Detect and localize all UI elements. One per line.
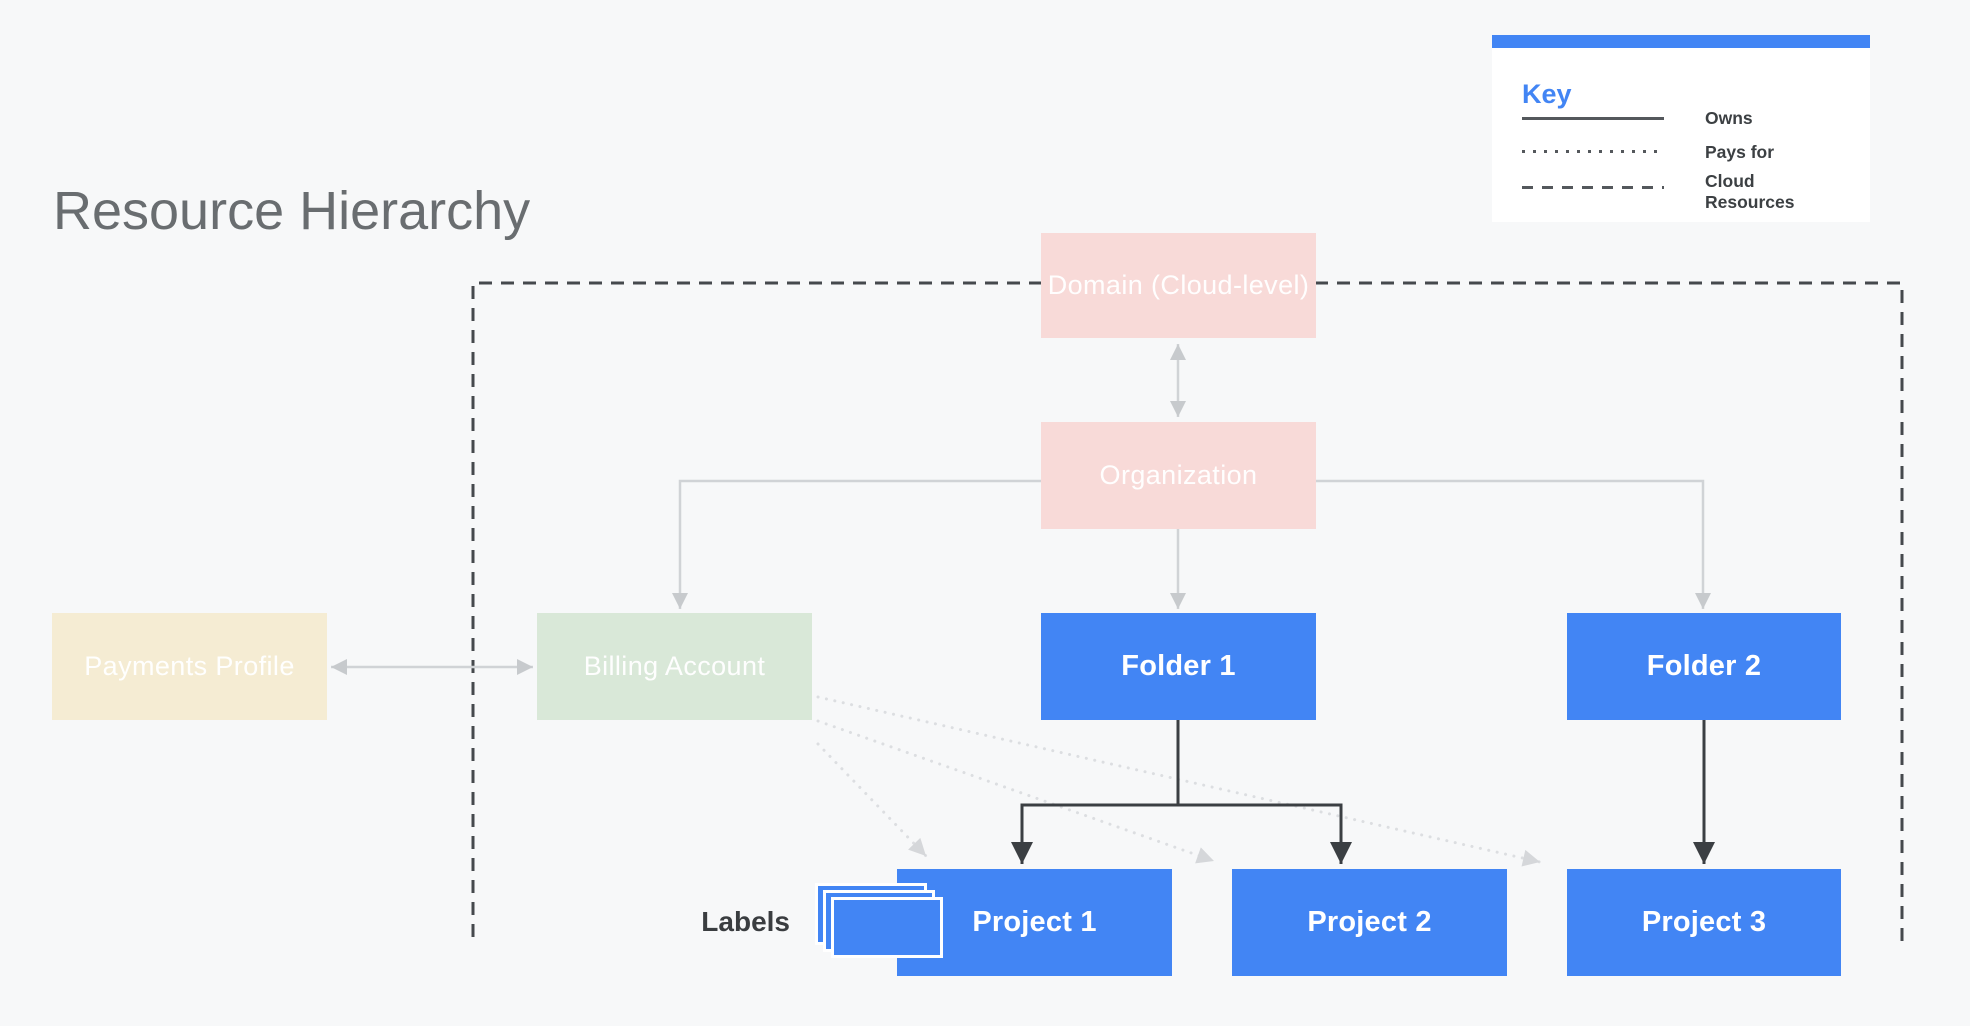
node-domain: Domain (Cloud-level) (1041, 233, 1316, 338)
folder1-projects-branch-arrows (1011, 803, 1352, 864)
node-folder-1: Folder 1 (1041, 613, 1316, 720)
billing-pays-project1-dotted-arrow (816, 742, 928, 858)
solid-line-icon (1522, 117, 1664, 120)
page-title: Resource Hierarchy (53, 181, 531, 241)
key-entry-label-pays-for: Pays for (1705, 142, 1775, 162)
node-payments-profile: Payments Profile (52, 613, 327, 720)
node-billing-account: Billing Account (537, 613, 812, 720)
key-title: Key (1522, 79, 1572, 109)
node-project-2: Project 2 (1232, 869, 1507, 976)
dotted-line-icon (1522, 150, 1664, 153)
node-folder-2: Folder 2 (1567, 613, 1841, 720)
key-entry-label-cloud-resources: Cloud Resources (1705, 171, 1795, 212)
key-accent-bar (1492, 35, 1870, 48)
dashed-line-icon (1522, 186, 1664, 189)
key-entry-label-owns: Owns (1705, 108, 1753, 128)
key-panel: Key Owns Pays for Cloud Resources (1492, 35, 1870, 222)
node-project-3: Project 3 (1567, 869, 1841, 976)
label-card-front (831, 897, 943, 958)
billing-pays-project2-dotted-arrow (816, 719, 1216, 864)
node-organization: Organization (1041, 422, 1316, 529)
labels-annotation-text: Labels (701, 906, 790, 937)
